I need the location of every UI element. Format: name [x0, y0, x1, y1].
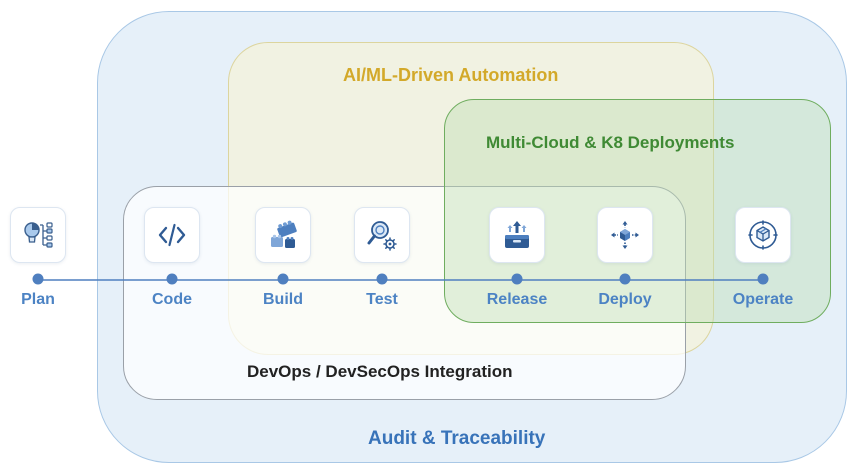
ai-ml-automation-title: AI/ML-Driven Automation — [343, 65, 559, 85]
operate-icon — [748, 220, 778, 250]
operate-dot — [757, 273, 769, 285]
step-label-plan: Plan — [21, 291, 55, 308]
audit-traceability-title: Audit & Traceability — [368, 428, 546, 449]
step-label-operate: Operate — [732, 291, 794, 308]
build-dot — [277, 273, 289, 285]
step-label-code: Code — [152, 291, 192, 308]
devops-integration-title: DevOps / DevSecOps Integration — [247, 362, 513, 381]
build-icon-tile — [255, 207, 311, 263]
step-label-test: Test — [366, 291, 398, 308]
step-label-build: Build — [263, 291, 303, 308]
multi-cloud-title: Multi-Cloud & K8 Deployments — [486, 133, 735, 152]
build-icon — [271, 220, 297, 248]
plan-icon — [24, 222, 53, 248]
test-icon-tile — [354, 207, 410, 263]
code-dot — [166, 273, 178, 285]
step-label-deploy: Deploy — [598, 291, 652, 308]
plan-icon-tile — [10, 207, 66, 263]
step-label-release: Release — [486, 291, 548, 308]
release-dot — [511, 273, 523, 285]
deploy-dot — [619, 273, 631, 285]
release-icon — [505, 221, 529, 248]
deploy-icon-tile — [597, 207, 653, 263]
plan-dot — [32, 273, 44, 285]
code-icon-tile — [144, 207, 200, 263]
operate-icon-tile — [735, 207, 791, 263]
deploy-icon — [611, 221, 639, 249]
release-icon-tile — [489, 207, 545, 263]
code-icon — [158, 223, 186, 247]
test-dot — [376, 273, 388, 285]
test-icon — [367, 221, 397, 251]
